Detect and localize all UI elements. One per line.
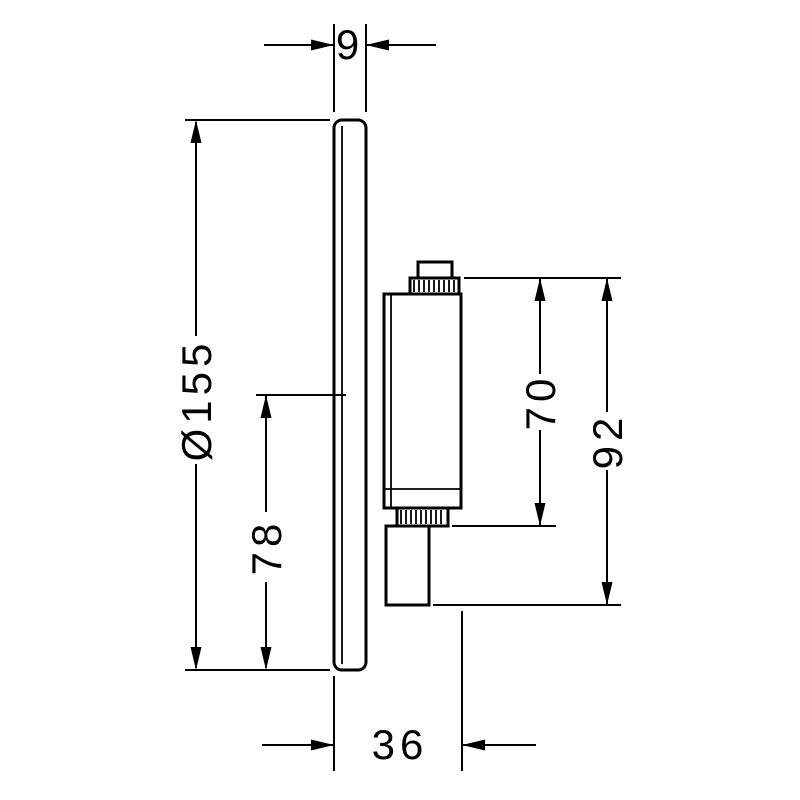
dim-body-70: 70 [452, 277, 621, 527]
dim-body-92: 92 [433, 278, 631, 606]
dim-center-to-edge: 78 [243, 394, 346, 670]
arrowhead-right [311, 739, 334, 751]
arrowhead-down [534, 503, 546, 526]
arrowhead-down [260, 647, 272, 670]
valve-body [382, 260, 463, 607]
dim-label-plate-thickness: 9 [336, 21, 364, 68]
arrowhead-up [190, 120, 202, 143]
arrowhead-down [601, 582, 613, 605]
dim-label-body-92: 92 [584, 413, 631, 470]
arrowhead-down [190, 647, 202, 670]
arrowhead-left [462, 739, 485, 751]
lower-stem [384, 524, 431, 607]
dim-plate-diameter: Ø155 [173, 119, 330, 671]
dim-plate-thickness: 9 [264, 21, 436, 112]
arrowhead-right [311, 39, 334, 51]
arrowhead-up [260, 395, 272, 418]
arrowhead-up [534, 278, 546, 301]
dim-installation-depth: 36 [262, 611, 536, 771]
dim-label-plate-diameter: Ø155 [173, 339, 220, 462]
body-main [382, 292, 463, 510]
arrowhead-left [366, 39, 389, 51]
arrowhead-up [601, 278, 613, 301]
stem-cap [416, 260, 454, 280]
dim-label-installation-depth: 36 [372, 721, 429, 768]
lower-knurl-ribs [400, 510, 442, 524]
dim-label-center-to-edge: 78 [243, 519, 290, 576]
dim-label-body-70: 70 [517, 374, 564, 431]
knurl-ribs [413, 280, 455, 292]
